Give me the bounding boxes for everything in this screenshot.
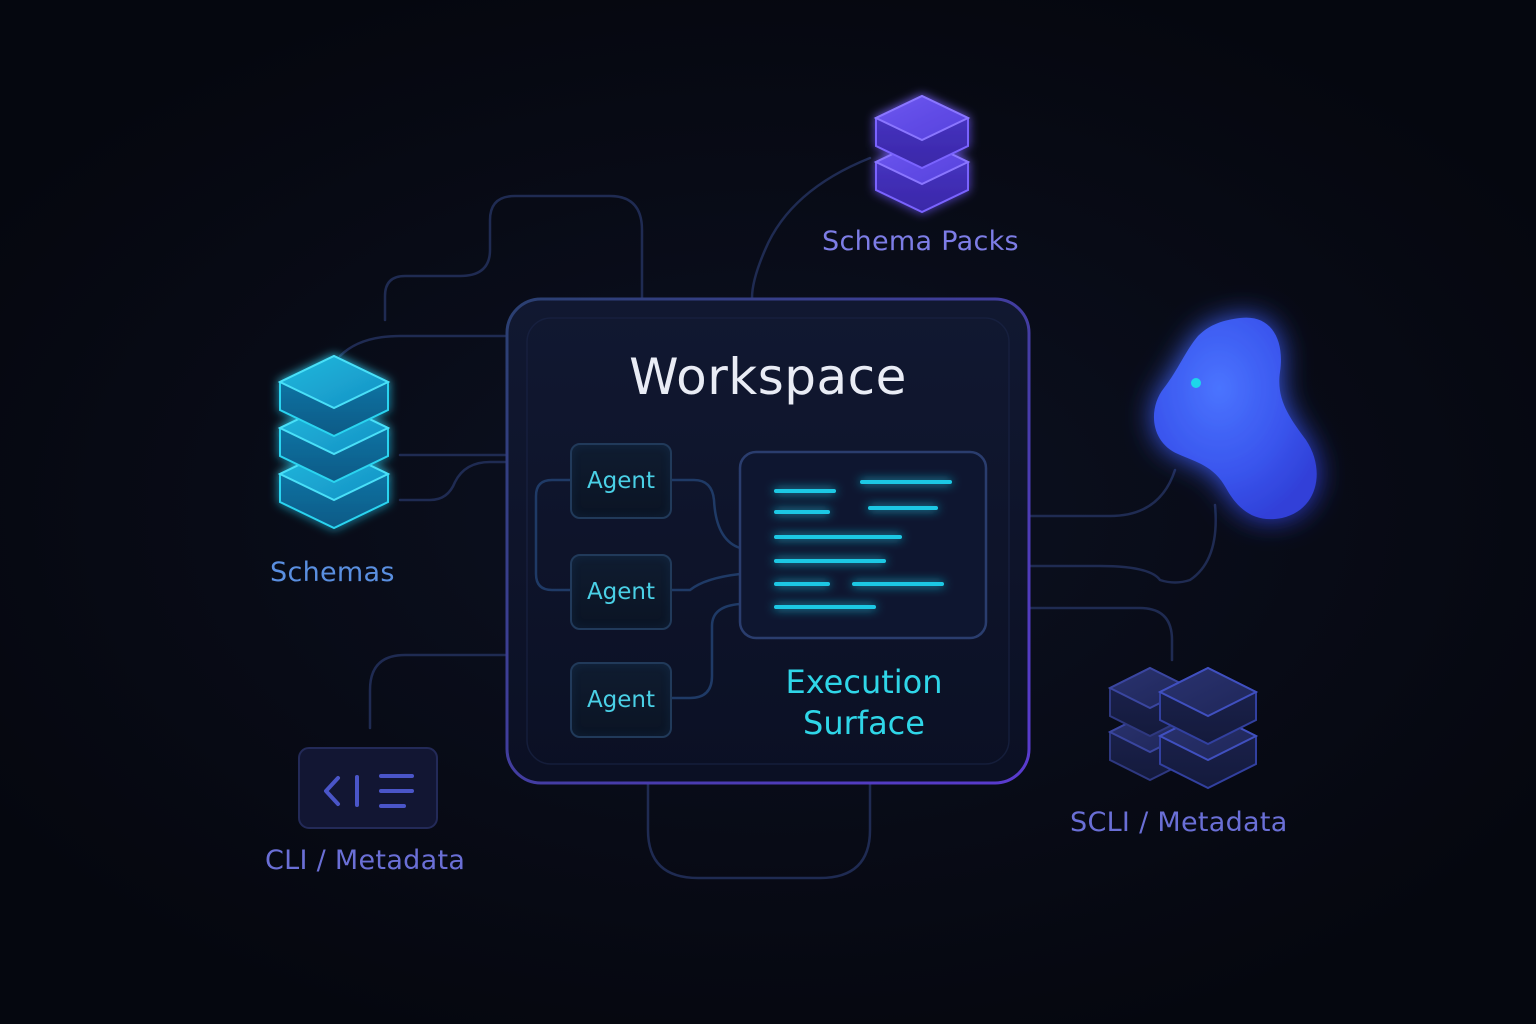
connector-cli bbox=[368, 653, 507, 730]
blob-eye bbox=[1191, 378, 1201, 388]
scli-metadata-label: SCLI / Metadata bbox=[1070, 807, 1288, 838]
schema-packs-icon[interactable] bbox=[873, 94, 971, 214]
blob-character-icon[interactable] bbox=[1153, 317, 1317, 520]
agent-node-3[interactable]: Agent bbox=[570, 662, 672, 738]
code-lines bbox=[774, 480, 952, 609]
connector-blob-2 bbox=[1027, 503, 1217, 584]
connector-schemas-up bbox=[383, 194, 644, 322]
code-terminal-icon[interactable] bbox=[298, 747, 438, 829]
connector-bottom-loop bbox=[646, 782, 872, 880]
connector-schemas-top bbox=[338, 334, 507, 358]
connector-lines bbox=[338, 156, 1217, 880]
execution-surface-label-line1: Execution bbox=[785, 663, 943, 701]
agent-node-2[interactable]: Agent bbox=[570, 554, 672, 630]
connector-blob-1 bbox=[1027, 468, 1177, 518]
agent-node-1[interactable]: Agent bbox=[570, 443, 672, 519]
workspace-title: Workspace bbox=[629, 348, 907, 406]
database-stack-icon[interactable] bbox=[277, 354, 391, 530]
connector-scli bbox=[1027, 606, 1174, 662]
cube-cluster-icon[interactable] bbox=[1107, 666, 1259, 790]
connector-schemas-low bbox=[398, 460, 507, 502]
schemas-label: Schemas bbox=[270, 557, 395, 588]
agent-connectors bbox=[534, 478, 742, 700]
execution-surface-label: Execution Surface bbox=[740, 662, 988, 744]
schema-packs-label: Schema Packs bbox=[822, 226, 1019, 257]
cli-metadata-label: CLI / Metadata bbox=[265, 845, 466, 876]
execution-surface[interactable] bbox=[738, 450, 988, 640]
execution-surface-label-line2: Surface bbox=[803, 704, 925, 742]
connector-schema-packs bbox=[750, 156, 872, 300]
